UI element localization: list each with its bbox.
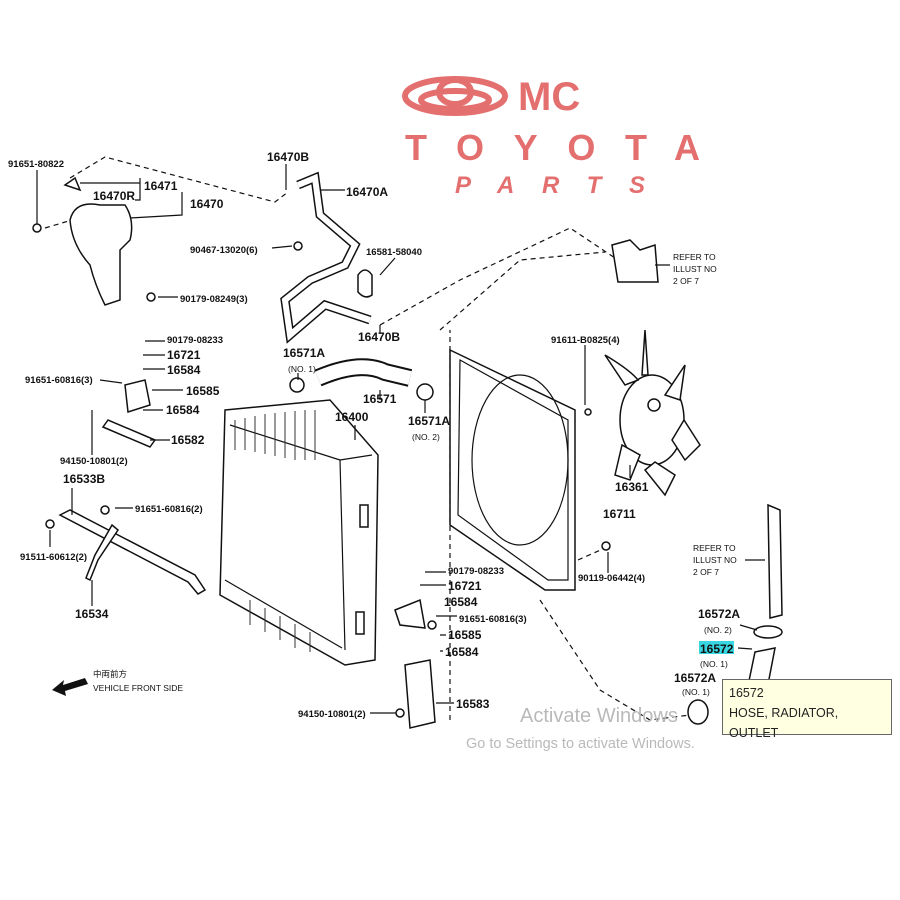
tooltip-part-number: 16572 [729,686,764,700]
refer-note: 2 OF 7 [673,276,699,286]
reservoir-tank [32,176,156,306]
toyota-emblem-icon [402,76,508,116]
part-label[interactable]: 90179-08249(3) [180,294,248,305]
fan-shroud [449,348,576,591]
part-label[interactable]: 16470 [190,197,224,211]
water-outlet [611,239,659,283]
part-label[interactable]: 16400 [335,410,369,424]
part-label[interactable]: 16470B [358,330,400,344]
part-label[interactable]: 94150-10801(2) [60,456,128,467]
selected-part-highlight [699,641,734,654]
part-label[interactable]: 16585 [448,628,482,642]
vehicle-front-label-cn: 中両前方 [93,669,127,679]
part-label[interactable]: 16721 [167,348,201,362]
part-label[interactable]: 94150-10801(2) [298,709,366,720]
part-label[interactable]: 16571A [283,346,325,360]
logo-toyota: TOYOTA [405,127,700,168]
part-label[interactable]: 16470B [267,150,309,164]
vehicle-front-arrow-icon [52,678,88,696]
part-label[interactable]: 16584 [445,645,479,659]
radiator [219,399,379,666]
part-label[interactable]: 16470A [346,185,388,199]
part-label-selected[interactable]: 16572 [700,642,734,656]
radiator-stays [45,379,611,729]
part-label[interactable]: 90467-13020(6) [190,245,258,256]
omc-toyota-logo: MC TOYOTA PARTS [402,75,700,199]
tooltip-description: HOSE, RADIATOR, OUTLET [729,706,839,740]
part-label[interactable]: 16361 [615,480,649,494]
part-label[interactable]: 16571 [363,392,397,406]
part-label[interactable]: 91651-60816(3) [25,375,93,386]
cooling-fan [584,329,701,497]
part-label[interactable]: 91651-60816(2) [135,504,203,515]
refer-note: ILLUST NO [693,555,737,565]
part-label[interactable]: 16533B [63,472,105,486]
leader-lines [36,164,765,714]
part-label[interactable]: 16470R [93,189,135,203]
part-label[interactable]: 16582 [171,433,205,447]
refer-note: REFER TO [673,252,716,262]
part-label[interactable]: 91511-60612(2) [20,552,87,563]
part-label[interactable]: 91651-60816(3) [459,614,527,625]
part-label-note: (NO. 1) [700,659,728,669]
part-label[interactable]: 16571A [408,414,450,428]
part-label[interactable]: 16585 [186,384,220,398]
activate-windows-hint: Go to Settings to activate Windows. [466,736,695,752]
part-label[interactable]: 16584 [167,363,201,377]
part-label[interactable]: 16572A [698,607,740,621]
part-label[interactable]: 16711 [603,507,636,521]
part-label[interactable]: 90179-08233 [167,335,223,346]
part-label-note: (NO. 1) [288,364,316,374]
part-label-note: (NO. 2) [704,625,732,635]
part-label[interactable]: 16534 [75,607,109,621]
activate-windows-watermark: Activate Windows [520,705,678,727]
refer-note: ILLUST NO [673,264,717,274]
part-label-note: (NO. 1) [682,687,710,697]
part-label[interactable]: 16572A [674,671,716,685]
part-label[interactable]: 16721 [448,579,482,593]
part-label[interactable]: 16584 [444,595,478,609]
part-label[interactable]: 90179-08233 [448,566,504,577]
logo-mc: MC [518,75,580,119]
refer-note: REFER TO [693,543,736,553]
logo-parts: PARTS [455,172,645,199]
part-label[interactable]: 16583 [456,697,490,711]
part-label[interactable]: 16581-58040 [366,247,422,258]
part-label[interactable]: 90119-06442(4) [578,573,645,584]
part-labels: 91651-80822 16471 16470R 16470 16470B 16… [8,150,740,720]
part-label[interactable]: 91651-80822 [8,159,64,170]
part-label-note: (NO. 2) [412,432,440,442]
part-label[interactable]: 16471 [144,179,178,193]
part-tooltip: 16572 HOSE, RADIATOR, OUTLET [722,679,892,740]
part-label[interactable]: 16584 [166,403,200,417]
part-label[interactable]: 91611-B0825(4) [551,335,620,346]
vehicle-front-label: VEHICLE FRONT SIDE [93,683,183,693]
refer-note: 2 OF 7 [693,567,719,577]
